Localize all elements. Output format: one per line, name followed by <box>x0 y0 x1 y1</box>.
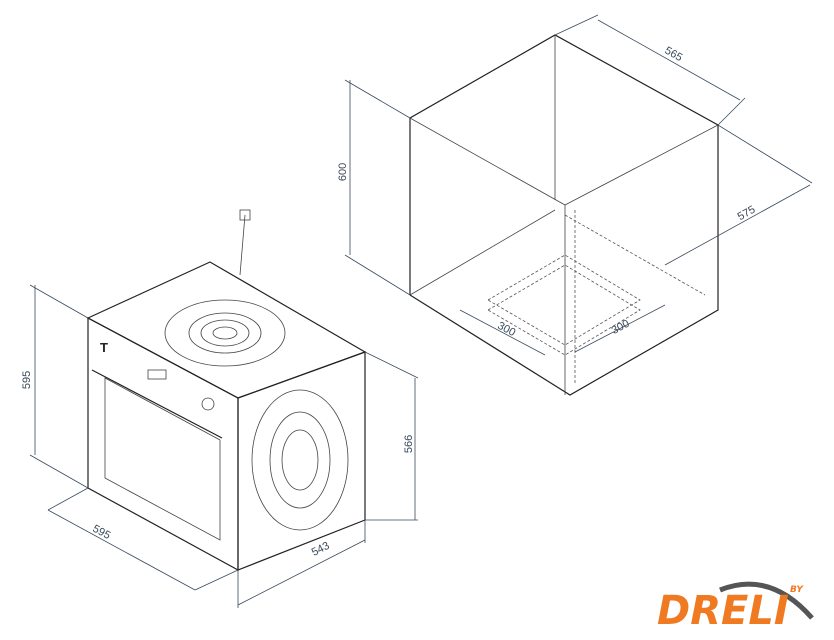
dim-vent-width: 300 <box>495 320 517 339</box>
dim-niche-width: 565 <box>663 45 685 64</box>
power-cord <box>239 214 246 276</box>
dim-oven-body-height: 566 <box>403 435 415 453</box>
dimension-lines <box>29 14 813 608</box>
dreli-logo: DRELI BY <box>657 581 814 634</box>
dim-niche-height: 600 <box>337 163 349 181</box>
dim-niche-depth: 575 <box>736 204 758 223</box>
niche-cabinet <box>409 34 719 396</box>
oven: T <box>86 209 367 572</box>
plug-icon <box>239 209 251 221</box>
logo-swoosh <box>719 581 814 620</box>
dim-oven-depth: 543 <box>310 540 332 559</box>
logo-name: DRELI <box>657 588 789 634</box>
dim-vent-depth: 300 <box>610 318 632 337</box>
logo-by: BY <box>790 585 804 595</box>
dim-oven-width: 595 <box>90 523 112 542</box>
dim-oven-height: 595 <box>21 371 33 389</box>
brand-mark: T <box>100 340 108 355</box>
